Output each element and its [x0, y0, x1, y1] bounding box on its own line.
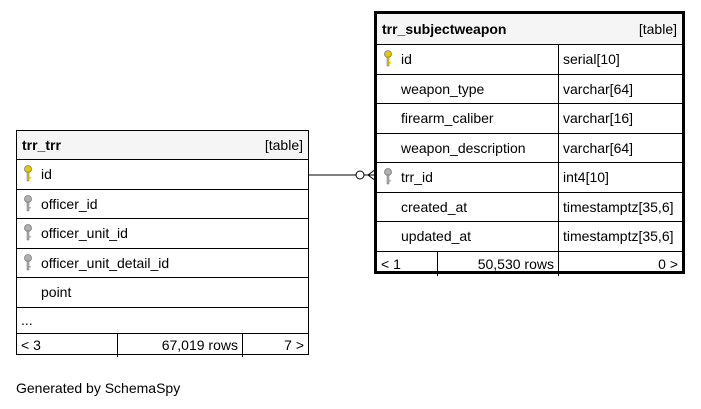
- table-trr-trr[interactable]: trr_trr [table] id officer_id officer_unit…: [16, 130, 309, 357]
- column-row[interactable]: officer_unit_detail_id: [17, 249, 308, 278]
- column-row[interactable]: point: [17, 278, 308, 308]
- column-row[interactable]: id: [17, 160, 308, 190]
- table-name: trr_trr: [22, 137, 61, 153]
- primary-key-icon: [17, 165, 39, 183]
- column-name: id: [41, 166, 52, 183]
- table-footer: < 1 50,530 rows 0 >: [377, 251, 682, 276]
- table-trr-subjectweapon[interactable]: trr_subjectweapon [table] id serial[10] we…: [374, 11, 685, 276]
- column-name: updated_at: [401, 228, 472, 245]
- foreign-key-icon: [377, 168, 399, 186]
- column-name: firearm_caliber: [401, 110, 494, 127]
- row-count: 67,019 rows: [118, 333, 243, 357]
- column-type: timestamptz[35,6]: [563, 228, 674, 245]
- column-type: int4[10]: [563, 169, 609, 186]
- column-row[interactable]: officer_unit_id: [17, 219, 308, 249]
- column-cell: weapon_type: [377, 74, 559, 103]
- column-name: point: [41, 284, 72, 301]
- column-row[interactable]: id serial[10]: [377, 45, 682, 75]
- column-row[interactable]: officer_id: [17, 190, 308, 219]
- column-type: varchar[64]: [563, 139, 634, 156]
- column-row[interactable]: trr_id int4[10]: [377, 163, 682, 193]
- table-name: trr_subjectweapon: [382, 21, 507, 37]
- column-cell: weapon_description: [377, 133, 559, 162]
- column-type: timestamptz[35,6]: [563, 198, 674, 215]
- table-kind: [table]: [638, 21, 677, 37]
- children-count[interactable]: 0 >: [658, 255, 678, 272]
- parents-count[interactable]: < 3: [17, 333, 118, 357]
- column-name: weapon_type: [401, 80, 485, 97]
- column-name: created_at: [401, 198, 468, 215]
- table-kind: [table]: [264, 137, 303, 153]
- column-name: officer_id: [41, 195, 98, 212]
- column-row[interactable]: created_at timestamptz[35,6]: [377, 192, 682, 222]
- foreign-key-icon: [17, 224, 39, 242]
- primary-key-icon: [377, 50, 399, 68]
- column-name: id: [401, 51, 412, 68]
- column-cell: updated_at: [377, 222, 559, 251]
- column-name: weapon_description: [401, 139, 526, 156]
- foreign-key-icon: [17, 194, 39, 213]
- foreign-key-icon: [17, 253, 39, 272]
- column-cell: created_at: [377, 192, 559, 221]
- table-footer: < 3 67,019 rows 7 >: [17, 333, 308, 357]
- column-row[interactable]: updated_at timestamptz[35,6]: [377, 222, 682, 252]
- children-count[interactable]: 7 >: [284, 337, 304, 353]
- table-header: trr_subjectweapon [table]: [377, 14, 682, 45]
- zero-marker: [355, 170, 365, 180]
- column-cell: firearm_caliber: [377, 104, 559, 133]
- column-row[interactable]: firearm_caliber varchar[16]: [377, 104, 682, 134]
- parents-count[interactable]: < 1: [377, 251, 438, 276]
- column-name: trr_id: [401, 169, 433, 186]
- generated-by-caption: Generated by SchemaSpy: [16, 380, 181, 396]
- column-cell: id: [377, 45, 559, 74]
- row-count: 50,530 rows: [438, 251, 559, 276]
- table-header: trr_trr [table]: [17, 131, 308, 160]
- more-columns-row: ...: [17, 308, 308, 334]
- column-name: officer_unit_detail_id: [41, 254, 170, 271]
- column-type: serial[10]: [563, 51, 620, 68]
- column-row[interactable]: weapon_type varchar[64]: [377, 74, 682, 104]
- column-name: officer_unit_id: [41, 225, 128, 242]
- column-row[interactable]: weapon_description varchar[64]: [377, 133, 682, 163]
- column-cell: trr_id: [377, 163, 559, 192]
- column-type: varchar[16]: [563, 110, 634, 127]
- ellipsis: ...: [21, 312, 33, 328]
- column-type: varchar[64]: [563, 80, 634, 97]
